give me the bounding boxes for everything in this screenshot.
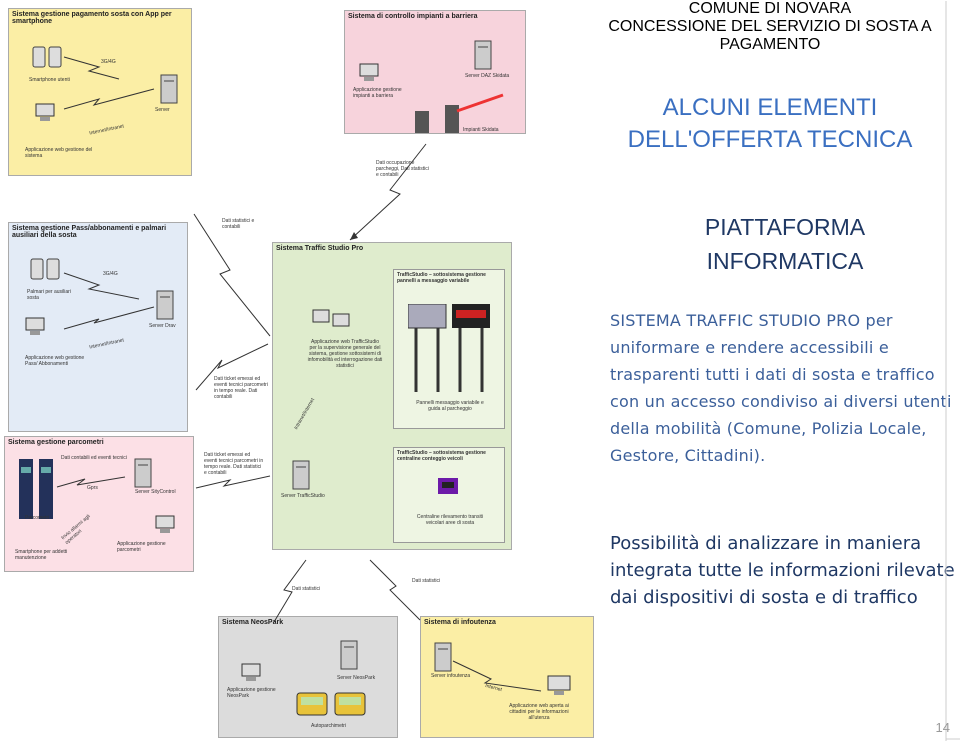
- server-icon: [473, 39, 495, 76]
- label-app-infoutenza: Applicazione web aperta ai cittadini per…: [509, 703, 569, 721]
- sub2-caption: Centraline rilevamento transiti veicolar…: [416, 514, 484, 526]
- label-server-infoutenza: Server infoutenza: [431, 673, 471, 679]
- box-pass-title: Sistema gestione Pass/abbonamenti e palm…: [12, 225, 167, 239]
- server-icon: [339, 639, 361, 676]
- link-lines: [63, 56, 155, 110]
- box-neospark: Sistema NeosPark Server NeosPark Applica…: [218, 616, 398, 738]
- box-pass: Sistema gestione Pass/abbonamenti e palm…: [8, 222, 188, 432]
- computer-icon: [545, 675, 575, 704]
- header-line-1: COMUNE DI NOVARA: [688, 0, 852, 17]
- box-infoutenza-title: Sistema di infoutenza: [424, 619, 496, 626]
- subsystem-centraline: TrafficStudio – sottosistema gestione ce…: [393, 447, 505, 543]
- palmare-icon: [29, 257, 63, 286]
- box-traffic-title: Sistema Traffic Studio Pro: [276, 245, 364, 252]
- barrier-icon: [415, 91, 505, 138]
- link-bolt: [349, 143, 427, 241]
- label-app-neospark: Applicazione gestione NeosPark: [227, 687, 276, 699]
- link-lines: [452, 660, 542, 692]
- computer-icon: [33, 103, 57, 128]
- link-label-3: Dati ticket emessi ed eventi tecnici par…: [214, 376, 268, 400]
- label-palmari: Palmari per ausiliari sosta: [27, 289, 71, 301]
- label-app-traffic: Applicazione web TrafficStudio per la su…: [307, 339, 383, 369]
- box-app-smartphone: Sistema gestione pagamento sosta con App…: [8, 8, 192, 176]
- link-bolt: [195, 475, 271, 489]
- link-lines: [56, 476, 126, 488]
- architecture-diagram: Sistema gestione pagamento sosta con App…: [4, 8, 594, 738]
- parcometro-icon: [17, 457, 57, 526]
- link-bolt: [195, 343, 269, 391]
- link-bolt: [273, 559, 307, 623]
- label-app-pass: Applicazione web gestione Pass/ Abboname…: [25, 355, 85, 367]
- box-parcometri: Sistema gestione parcometri Dati contabi…: [4, 436, 194, 572]
- sub1-caption: Pannelli messaggio variabile e guida al …: [416, 400, 484, 412]
- computer-icon: [23, 317, 47, 342]
- page-border-decoration: [945, 1, 960, 741]
- box-parcometri-title: Sistema gestione parcometri: [8, 439, 104, 446]
- label-smartphone-utenti: Smartphone utenti: [29, 77, 70, 83]
- box-barriere: Sistema di controllo impianti a barriera…: [344, 10, 526, 134]
- computer-icon: [153, 515, 177, 540]
- box-neospark-title: Sistema NeosPark: [222, 619, 284, 626]
- link-label-1: Dati occupazione parcheggi, Dati statist…: [376, 160, 429, 178]
- server-icon: [155, 289, 177, 326]
- label-server-drav: Server Drav: [149, 323, 176, 329]
- autoparchimetro-icon: [295, 689, 371, 724]
- server-icon: [433, 641, 455, 678]
- label-3g4g: 3G/4G: [103, 271, 118, 277]
- label-dati-contabili: Dati contabili ed eventi tecnici: [61, 455, 127, 461]
- header-line-2: CONCESSIONE DEL SERVIZIO DI SOSTA A: [608, 18, 932, 35]
- vms-panels-icon: [407, 303, 492, 397]
- sub2-title: TrafficStudio – sottosistema gestione ce…: [397, 450, 486, 462]
- platform-title: PIATTAFORMA INFORMATICA: [660, 210, 910, 278]
- smartphone-icon: [31, 45, 65, 74]
- server-icon: [291, 459, 313, 496]
- sensor-icon: [436, 476, 464, 503]
- label-app-barriere: Applicazione gestione impianti a barrier…: [353, 87, 402, 99]
- label-server-neospark: Server NeosPark: [337, 675, 376, 681]
- link-label-5: Dati statistici: [292, 586, 321, 592]
- label-gprs: Gprs: [87, 485, 98, 491]
- box-app-title: Sistema gestione pagamento sosta con App…: [12, 11, 172, 25]
- box-traffic-studio: Sistema Traffic Studio Pro Applicazione …: [272, 242, 512, 550]
- platform-title-line-2: INFORMATICA: [706, 248, 864, 274]
- label-impianti: Impianti Skidata: [463, 127, 499, 133]
- link-bolt: [369, 559, 421, 621]
- label-server-daz: Server DAZ Skidata: [465, 73, 510, 79]
- sub1-title: TrafficStudio – sottosistema gestione pa…: [397, 272, 486, 284]
- box-barriere-title: Sistema di controllo impianti a barriera: [348, 13, 478, 20]
- page-number: 14: [935, 720, 950, 735]
- server-icon: [133, 457, 155, 494]
- label-smartphone-addetti: Smartphone per addetti manutenzione: [15, 549, 68, 561]
- label-app-web: Applicazione web gestione del sistema: [25, 147, 93, 159]
- server-icon: [159, 73, 181, 110]
- link-label-6: Dati statistici: [412, 578, 441, 584]
- link-lines: [63, 272, 155, 330]
- section-title-line-1: ALCUNI ELEMENTI: [662, 94, 878, 121]
- label-intranet: Intranet/Internet: [293, 397, 317, 431]
- label-app-parcometri: Applicazione gestione parcometri: [117, 541, 166, 553]
- label-autoparchimetri: Autoparchimetri: [311, 723, 347, 729]
- document-header: COMUNE DI NOVARA CONCESSIONE DEL SERVIZI…: [590, 0, 950, 54]
- link-label-2: Dati statistici e contabili: [222, 218, 255, 230]
- computer-icon: [357, 63, 381, 88]
- subsystem-panels: TrafficStudio – sottosistema gestione pa…: [393, 269, 505, 429]
- label-server: Server: [155, 107, 170, 113]
- computer-icon: [311, 309, 355, 338]
- link-label-4: Dati ticket emessi ed eventi tecnici par…: [204, 452, 264, 476]
- computer-icon: [239, 663, 263, 688]
- link-bolt: [193, 213, 271, 337]
- label-parcometri: Parcometri: [25, 515, 50, 521]
- label-server-traffic: Server TrafficStudio: [281, 493, 325, 499]
- box-infoutenza: Sistema di infoutenza Server infoutenza …: [420, 616, 594, 738]
- section-title: ALCUNI ELEMENTI DELL'OFFERTA TECNICA: [620, 92, 920, 156]
- description-paragraph: SISTEMA TRAFFIC STUDIO PRO per uniformar…: [610, 311, 952, 465]
- label-3g4g: 3G/4G: [101, 59, 116, 65]
- label-server-sitycontrol: Server SityControl: [135, 489, 176, 495]
- section-title-line-2: DELL'OFFERTA TECNICA: [627, 126, 913, 153]
- analysis-paragraph: Possibilità di analizzare in maniera int…: [610, 533, 955, 608]
- header-line-3: PAGAMENTO: [719, 36, 821, 53]
- platform-title-line-1: PIATTAFORMA: [704, 214, 866, 240]
